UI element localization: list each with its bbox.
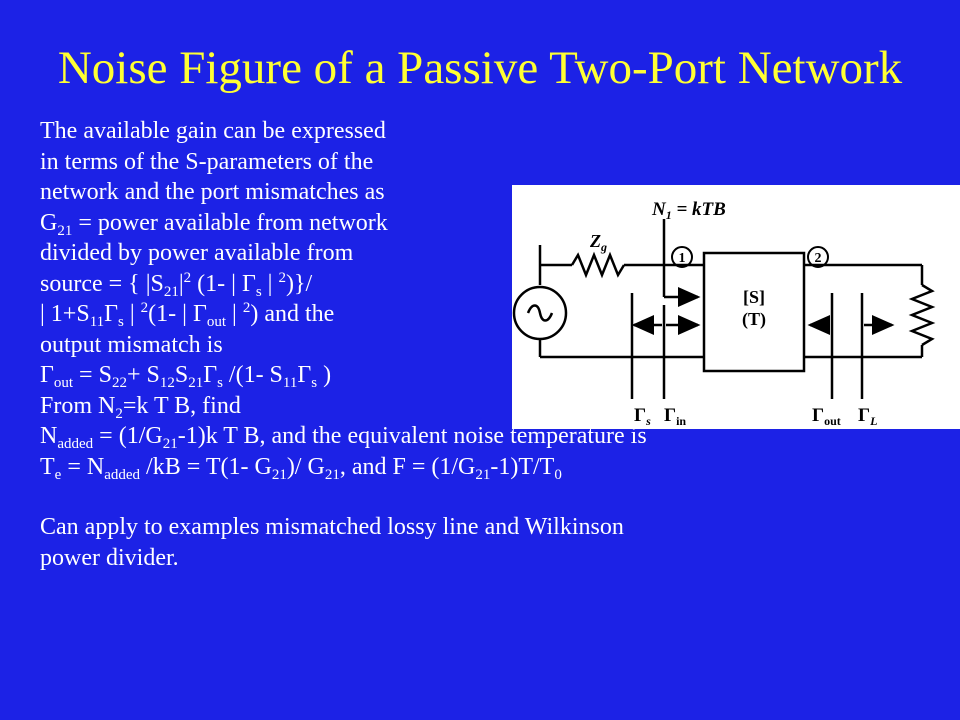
subscript: added	[104, 466, 141, 483]
text-run: )/ G	[286, 453, 325, 480]
subscript: 21	[162, 436, 178, 452]
superscript: 2	[242, 300, 251, 316]
text-run: |	[123, 301, 141, 327]
network-s-label: [S]	[743, 287, 765, 307]
subscript: 21	[271, 466, 287, 483]
text-run: (1- | Γ	[191, 270, 256, 297]
body-line: G21 = power available from network	[40, 208, 647, 239]
port-2-label: 2	[815, 251, 822, 266]
text-run: + S	[126, 362, 160, 388]
subscript: 12	[159, 375, 175, 391]
body-line: network and the port mismatches as	[40, 177, 647, 208]
superscript: 2	[183, 269, 192, 286]
circuit-svg: N1 = kTB Zg 1 2 [S] (T) Γs Γin Γout ΓL	[512, 199, 936, 428]
text-run: = (1/G	[93, 423, 163, 449]
text-run: network and the port mismatches as	[40, 179, 385, 205]
body-line: From N2=k T B, find	[40, 391, 647, 422]
superscript: 2	[140, 300, 149, 316]
gamma-s-label: Γs	[634, 405, 651, 428]
subscript: s	[217, 375, 223, 391]
text-run: output mismatch is	[40, 331, 223, 358]
text-run: )}/	[285, 270, 313, 297]
text-run: divided by power available from	[40, 240, 354, 266]
text-run: |	[226, 301, 243, 327]
text-run: power divider.	[40, 544, 179, 571]
subscript: 2	[115, 405, 123, 422]
body-line: The available gain can be expressed	[40, 116, 647, 147]
text-run: Can apply to examples mismatched lossy l…	[40, 514, 624, 540]
load-resistor	[908, 283, 936, 347]
text-run: source = { |S	[40, 270, 164, 297]
text-run: =k T B, find	[122, 392, 241, 419]
body-line	[40, 482, 647, 512]
text-run: = power available from network	[72, 209, 388, 236]
text-run: /kB = T(1- G	[140, 453, 272, 480]
text-run: |	[261, 270, 279, 297]
gamma-in-label: Γin	[664, 405, 686, 428]
text-run: Γ	[104, 301, 119, 327]
body-line: in terms of the S-parameters of the	[40, 147, 647, 178]
subscript: 21	[324, 466, 340, 483]
text-run: (1- | Γ	[148, 301, 207, 327]
port-2-circle	[807, 246, 829, 268]
noise-source-label: N1 = kTB	[651, 199, 726, 222]
subscript: 0	[554, 466, 562, 483]
network-box	[702, 251, 806, 373]
subscript: out	[206, 314, 227, 330]
circuit-diagram: N1 = kTB Zg 1 2 [S] (T) Γs Γin Γout ΓL	[512, 185, 960, 429]
network-t-label: (T)	[742, 309, 766, 330]
body-line: | 1+S11Γs | 2(1- | Γout | 2) and the	[40, 299, 647, 330]
body-line: Te = Nadded /kB = T(1- G21)/ G21, and F …	[40, 452, 647, 483]
subscript: 21	[475, 466, 491, 483]
subscript: s	[311, 375, 318, 391]
subscript: s	[118, 314, 124, 330]
body-line: divided by power available from	[40, 238, 647, 269]
body-line: output mismatch is	[40, 330, 647, 361]
subscript: added	[57, 436, 94, 452]
text-run: The available gain can be expressed	[40, 118, 386, 144]
text-run: /(1- S	[222, 362, 283, 388]
superscript: 2	[278, 269, 286, 286]
body-line: power divider.	[40, 543, 647, 574]
slide-title: Noise Figure of a Passive Two-Port Netwo…	[57, 42, 903, 94]
zg-resistor	[570, 251, 626, 279]
text-run: S	[174, 362, 189, 388]
gamma-l-label: ΓL	[858, 405, 877, 428]
subscript: 11	[282, 375, 298, 391]
subscript: s	[255, 283, 262, 300]
subscript: 11	[89, 314, 105, 330]
body-line: Γout = S22+ S12S21Γs /(1- S11Γs )	[40, 360, 647, 391]
subscript: 21	[188, 375, 204, 391]
text-run: |	[178, 270, 184, 297]
text-run: From N	[40, 392, 116, 419]
text-run: -1)T/T	[490, 453, 555, 480]
source-wave	[526, 304, 554, 322]
text-run: | 1+S	[40, 301, 90, 327]
text-run: Γ	[297, 362, 312, 388]
text-run: in terms of the S-parameters of the	[40, 148, 374, 175]
body-line: source = { |S21|2 (1- | Γs | 2)}/	[40, 269, 647, 300]
text-run: Γ	[203, 362, 218, 388]
zg-label: Zg	[589, 231, 607, 254]
subscript: e	[54, 466, 62, 483]
text-run: G	[40, 209, 58, 236]
text-run: , and F = (1/G	[339, 453, 476, 480]
text-run: = N	[61, 453, 105, 480]
body-line: Can apply to examples mismatched lossy l…	[40, 512, 647, 543]
text-run: ) and the	[250, 301, 335, 327]
text-run: Γ	[40, 362, 54, 388]
text-run: T	[40, 453, 55, 480]
text-run: = S	[73, 362, 112, 388]
slide-body: The available gain can be expressed in te…	[40, 116, 647, 573]
port-1-circle	[671, 246, 693, 268]
text-run: N	[40, 423, 58, 449]
text-run: )	[317, 362, 332, 388]
port-1-label: 1	[679, 251, 686, 266]
subscript: 21	[163, 283, 179, 300]
subscript: 22	[111, 375, 127, 391]
subscript: out	[53, 375, 74, 391]
gamma-out-label: Γout	[812, 405, 841, 428]
subscript: 21	[57, 222, 73, 239]
